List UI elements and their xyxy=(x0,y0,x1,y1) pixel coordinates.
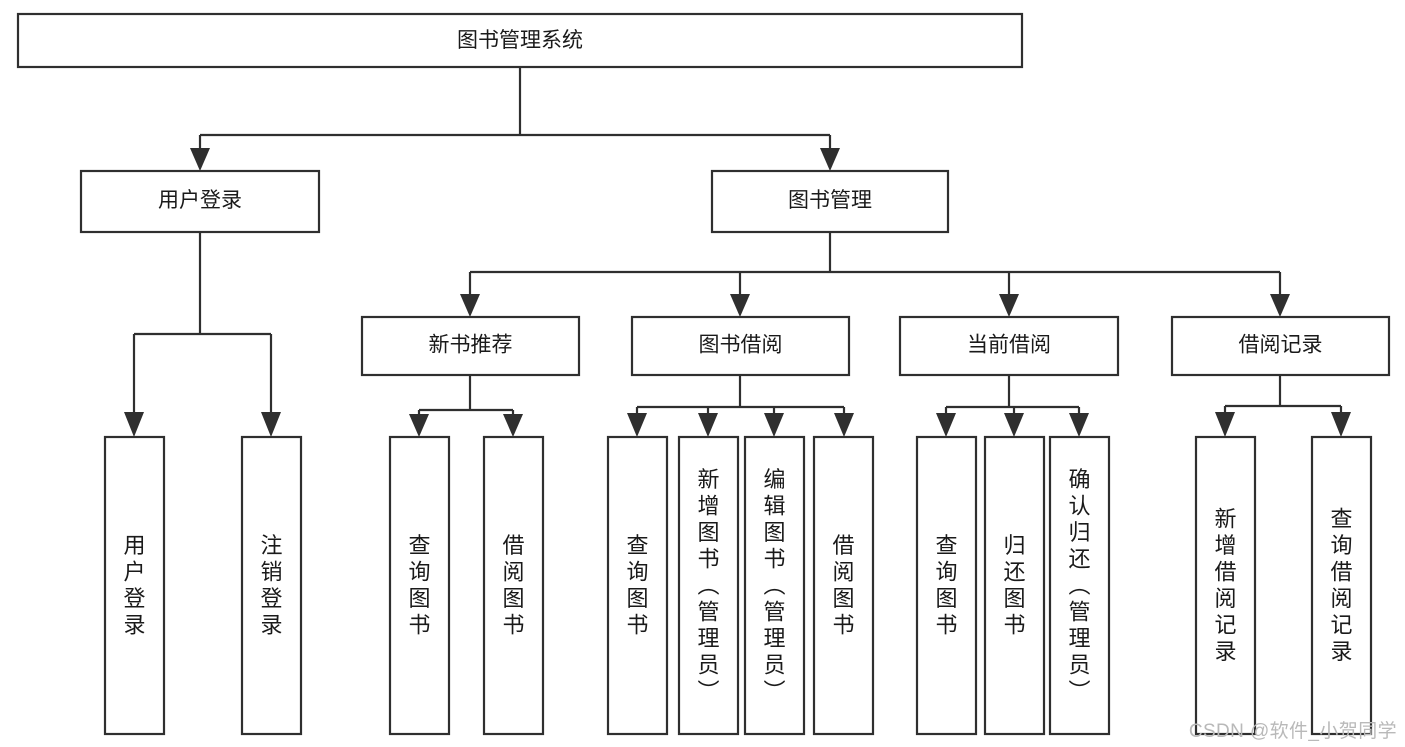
edge-bookmgmt-to-level3 xyxy=(460,232,1290,317)
leaf-node-box[interactable] xyxy=(103,435,166,736)
arrow-head-icon xyxy=(460,294,480,317)
leaf-node-label: 用户登录 xyxy=(123,533,145,638)
leaf-node-box[interactable] xyxy=(915,435,978,736)
arrow-head-icon xyxy=(1069,413,1089,437)
leaf-node[interactable]: 编辑图书︵管理员︶ xyxy=(743,435,806,736)
edge-newbook-to-leaves xyxy=(409,375,523,437)
node-current-borrow-box[interactable] xyxy=(898,315,1120,377)
arrow-head-icon xyxy=(627,413,647,437)
leaf-node-label: 编辑图书︵管理员︶ xyxy=(763,467,785,704)
arrow-head-icon xyxy=(1270,294,1290,317)
leaf-node-label: 借阅图书 xyxy=(502,533,524,638)
node-book-management-label: 图书管理 xyxy=(788,189,872,212)
leaf-node-label: 新增图书︵管理员︶ xyxy=(697,467,719,704)
leaf-node-label: 新增借阅记录 xyxy=(1214,507,1236,665)
arrow-head-icon xyxy=(999,294,1019,317)
node-book-management[interactable]: 图书管理 xyxy=(710,169,950,234)
leaf-node[interactable]: 用户登录 xyxy=(103,435,166,736)
edge-borrow-to-leaves xyxy=(627,375,854,437)
edge-userlogin-to-leaves xyxy=(124,232,281,437)
leaf-node[interactable]: 确认归还︵管理员︶ xyxy=(1048,435,1111,736)
leaf-node-label: 借阅图书 xyxy=(832,533,854,638)
arrow-head-icon xyxy=(730,294,750,317)
arrow-head-icon xyxy=(820,148,840,171)
node-root[interactable]: 图书管理系统 xyxy=(16,12,1024,69)
node-new-book-recommend-label: 新书推荐 xyxy=(429,334,513,357)
arrow-head-icon xyxy=(698,413,718,437)
arrow-head-icon xyxy=(936,413,956,437)
leaf-node-layer: 用户登录 注销登录 查询图书 借阅图书 查询图书 新增图书︵管理员︶ 编辑图书︵管理员︶ 借阅… xyxy=(103,435,1373,736)
node-book-borrow-box[interactable] xyxy=(630,315,851,377)
arrow-head-icon xyxy=(124,412,144,437)
node-user-login-box[interactable] xyxy=(79,169,321,234)
leaf-node-box[interactable] xyxy=(983,435,1046,736)
leaf-node-box[interactable] xyxy=(606,435,669,736)
edge-current-to-leaves xyxy=(936,375,1089,437)
node-book-borrow[interactable]: 图书借阅 xyxy=(630,315,851,377)
node-borrow-record-label: 借阅记录 xyxy=(1239,334,1323,357)
arrow-head-icon xyxy=(1215,412,1235,437)
leaf-node-box[interactable] xyxy=(388,435,451,736)
arrow-head-icon xyxy=(190,148,210,171)
node-book-borrow-label: 图书借阅 xyxy=(699,334,783,357)
node-borrow-record-box[interactable] xyxy=(1170,315,1391,377)
leaf-node-label: 查询图书 xyxy=(626,533,648,638)
leaf-node[interactable]: 借阅图书 xyxy=(482,435,545,736)
leaf-node-label: 注销登录 xyxy=(260,533,282,638)
arrow-head-icon xyxy=(834,413,854,437)
leaf-node-label: 查询借阅记录 xyxy=(1330,507,1352,665)
arrow-head-icon xyxy=(1004,413,1024,437)
node-user-login[interactable]: 用户登录 xyxy=(79,169,321,234)
edge-root-to-level2 xyxy=(190,67,840,171)
edge-layer xyxy=(124,67,1351,437)
node-current-borrow-label: 当前借阅 xyxy=(967,334,1051,357)
arrow-head-icon xyxy=(261,412,281,437)
leaf-node[interactable]: 借阅图书 xyxy=(812,435,875,736)
node-root-box[interactable] xyxy=(16,12,1024,69)
leaf-node-label: 查询图书 xyxy=(935,533,957,638)
node-new-book-recommend-box[interactable] xyxy=(360,315,581,377)
node-borrow-record[interactable]: 借阅记录 xyxy=(1170,315,1391,377)
leaf-node-box[interactable] xyxy=(1048,435,1111,736)
arrow-head-icon xyxy=(764,413,784,437)
node-book-management-box[interactable] xyxy=(710,169,950,234)
leaf-node[interactable]: 查询图书 xyxy=(388,435,451,736)
leaf-node-box[interactable] xyxy=(1194,435,1257,736)
leaf-node[interactable]: 归还图书 xyxy=(983,435,1046,736)
node-current-borrow[interactable]: 当前借阅 xyxy=(898,315,1120,377)
leaf-node-box[interactable] xyxy=(240,435,303,736)
leaf-node-box[interactable] xyxy=(743,435,806,736)
leaf-node-box[interactable] xyxy=(482,435,545,736)
leaf-node-label: 查询图书 xyxy=(408,533,430,638)
leaf-node-box[interactable] xyxy=(677,435,740,736)
node-root-label: 图书管理系统 xyxy=(457,29,583,52)
leaf-node-box[interactable] xyxy=(1310,435,1373,736)
leaf-node-box[interactable] xyxy=(812,435,875,736)
leaf-node[interactable]: 查询图书 xyxy=(606,435,669,736)
leaf-node[interactable]: 新增借阅记录 xyxy=(1194,435,1257,736)
leaf-node[interactable]: 新增图书︵管理员︶ xyxy=(677,435,740,736)
node-user-login-label: 用户登录 xyxy=(158,189,242,212)
leaf-node[interactable]: 查询图书 xyxy=(915,435,978,736)
leaf-node[interactable]: 查询借阅记录 xyxy=(1310,435,1373,736)
node-new-book-recommend[interactable]: 新书推荐 xyxy=(360,315,581,377)
edge-record-to-leaves xyxy=(1215,375,1351,437)
leaf-node[interactable]: 注销登录 xyxy=(240,435,303,736)
leaf-node-label: 确认归还︵管理员︶ xyxy=(1068,467,1090,704)
arrow-head-icon xyxy=(1331,412,1351,437)
arrow-head-icon xyxy=(503,414,523,437)
arrow-head-icon xyxy=(409,414,429,437)
leaf-node-label: 归还图书 xyxy=(1003,533,1025,638)
